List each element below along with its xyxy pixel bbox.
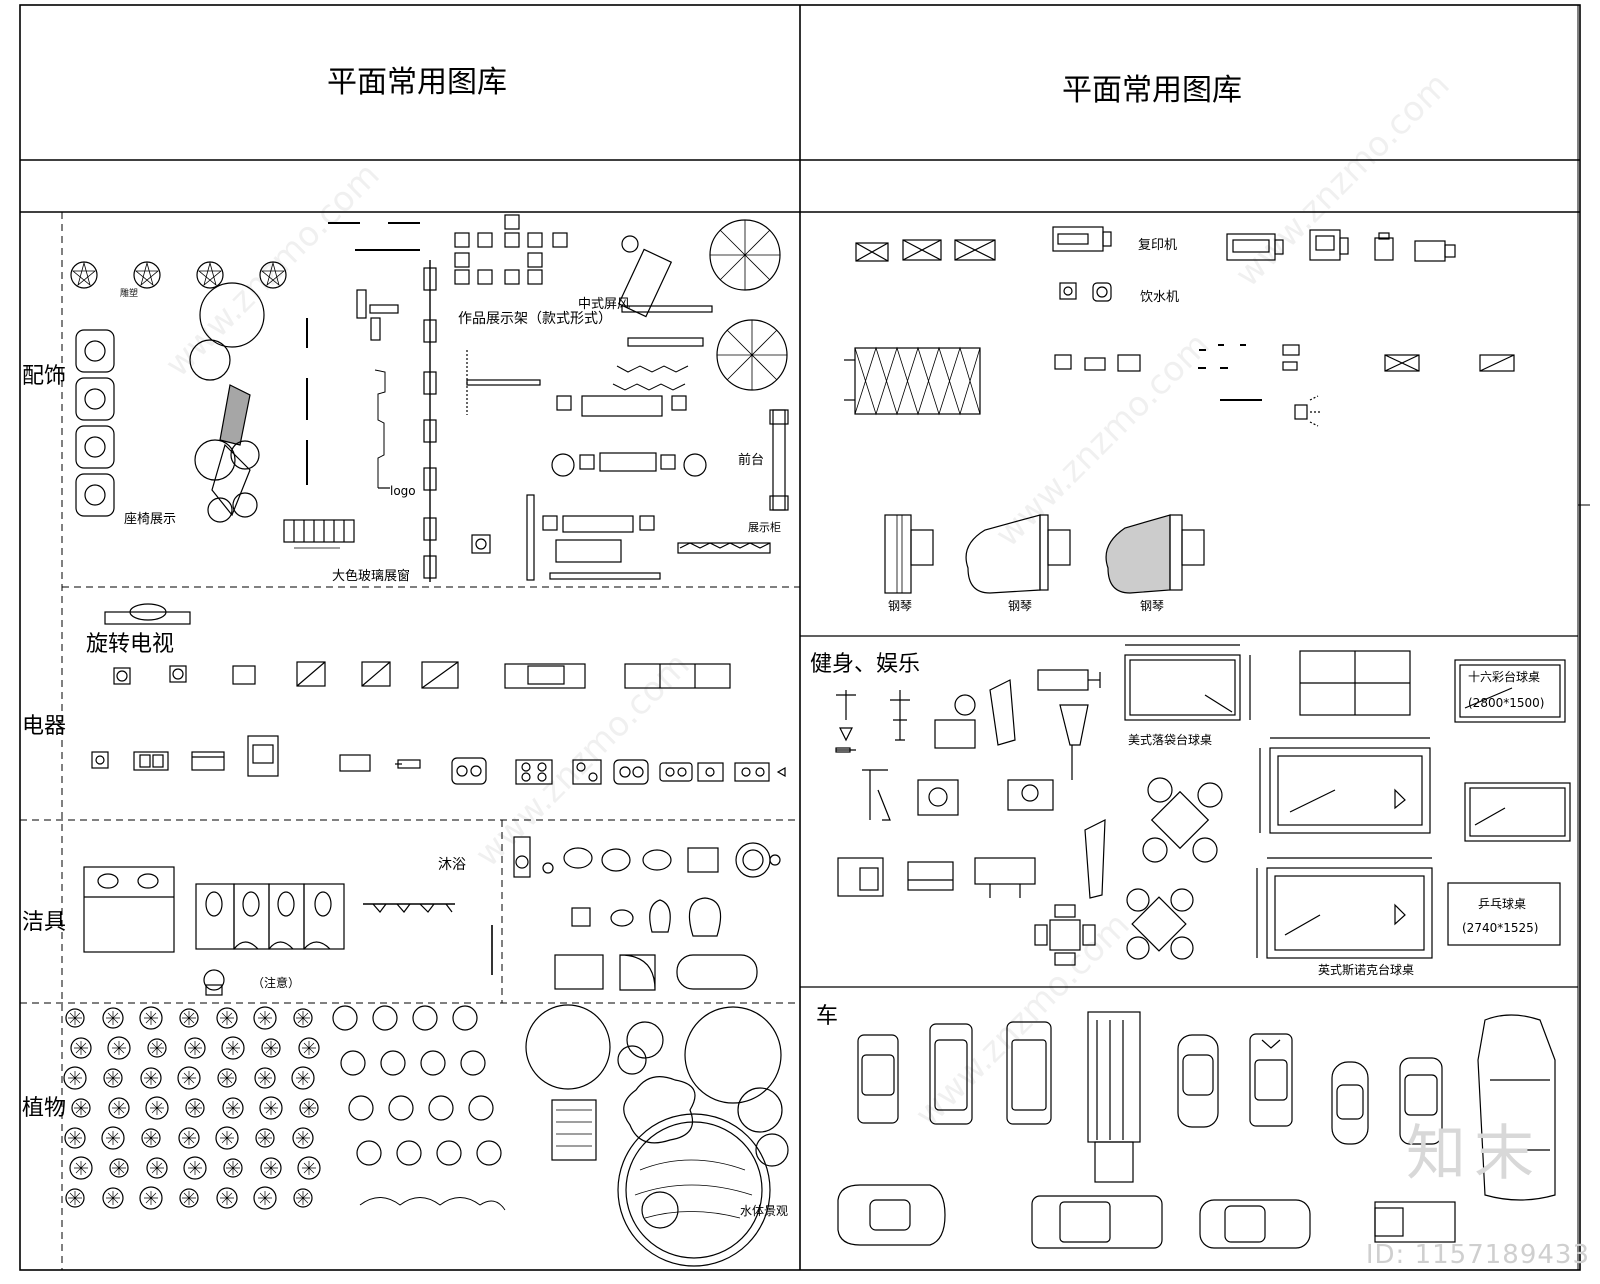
lounge-cluster-icon [189, 282, 265, 523]
category-fitness: 健身、娱乐 [810, 652, 921, 677]
label-black-glass: 大色玻璃展窗 [332, 569, 411, 584]
label-american-pool: 美式落袋台球桌 [1128, 733, 1213, 747]
label-display-stand: 作品展示架（款式形式） [458, 311, 612, 327]
label-water-feature: 水体景观 [740, 1204, 789, 1218]
umbrella-icon [709, 219, 788, 391]
armchair-stack-icon [75, 329, 115, 517]
label-piano-2: 钢琴 [1008, 599, 1033, 613]
label-rope-display: 座椅展示 [124, 512, 177, 527]
category-decor: 配饰 [22, 364, 67, 389]
office-symbols [844, 226, 1515, 427]
image-id: ID: 1157189433 [1365, 1240, 1590, 1270]
label-snooker: 十六彩台球桌 [1468, 670, 1541, 684]
label-logo: logo [390, 484, 416, 498]
sofa-set-icon [551, 452, 707, 477]
card-table-icon [1034, 777, 1223, 966]
label-copier: 复印机 [1138, 238, 1178, 253]
category-plants: 植物 [22, 1096, 67, 1121]
category-appliances: 电器 [22, 714, 67, 739]
label-snooker-dim: (2800*1500) [1468, 696, 1545, 710]
piano-symbols [884, 514, 1205, 594]
label-pingpong-dim: (2740*1525) [1462, 921, 1539, 935]
frame [19, 4, 1590, 1271]
label-water-dispenser: 饮水机 [1140, 290, 1180, 305]
wall-unit-icon [471, 494, 771, 581]
front-desk-icon [769, 409, 789, 511]
hedge-strip-icon [359, 1099, 597, 1211]
glass-panel-icon [283, 519, 355, 549]
category-cars: 车 [816, 1004, 839, 1029]
fitness-symbols [835, 644, 1571, 966]
plant-symbols [63, 1004, 789, 1267]
door-column-icon [423, 260, 437, 582]
appliance-symbols [91, 603, 786, 785]
category-sanitary: 洁具 [22, 910, 67, 935]
car-symbols [837, 1011, 1556, 1249]
label-standard-pool: 英式斯诺克台球桌 [1318, 963, 1415, 977]
label-display-cabinet: 展示柜 [748, 521, 781, 534]
decor-symbols [70, 214, 789, 582]
label-sculpture: 雕塑 [120, 289, 139, 299]
label-pingpong: 乒乓球桌 [1478, 897, 1527, 911]
display-stand-icon [454, 214, 568, 285]
sculpture-row-icon [70, 261, 287, 289]
chinese-screen-icon [556, 305, 713, 417]
label-piano-3: 钢琴 [1140, 599, 1165, 613]
partition-bars-icon [306, 222, 420, 485]
label-chinese-screen: 中式屏风 [578, 297, 631, 312]
right-page-title: 平面常用图库 [1062, 73, 1242, 108]
brand-logo: 知末 [1406, 1119, 1542, 1189]
label-piano-1: 钢琴 [888, 599, 913, 613]
label-front-desk: 前台 [738, 453, 765, 468]
left-page-title: 平面常用图库 [327, 65, 507, 100]
label-sanitary-note: （注意） [252, 976, 301, 990]
stove-row-icon [451, 757, 786, 785]
water-feature-icon [617, 1113, 771, 1267]
cloud-shrub-icon [525, 1004, 789, 1167]
folding-door-icon [844, 346, 981, 416]
billiard-table-icon [1124, 644, 1571, 959]
label-tv-rotate: 旋转电视 [86, 632, 175, 657]
sanitary-symbols [83, 836, 781, 996]
label-shower: 沐浴 [438, 857, 466, 873]
